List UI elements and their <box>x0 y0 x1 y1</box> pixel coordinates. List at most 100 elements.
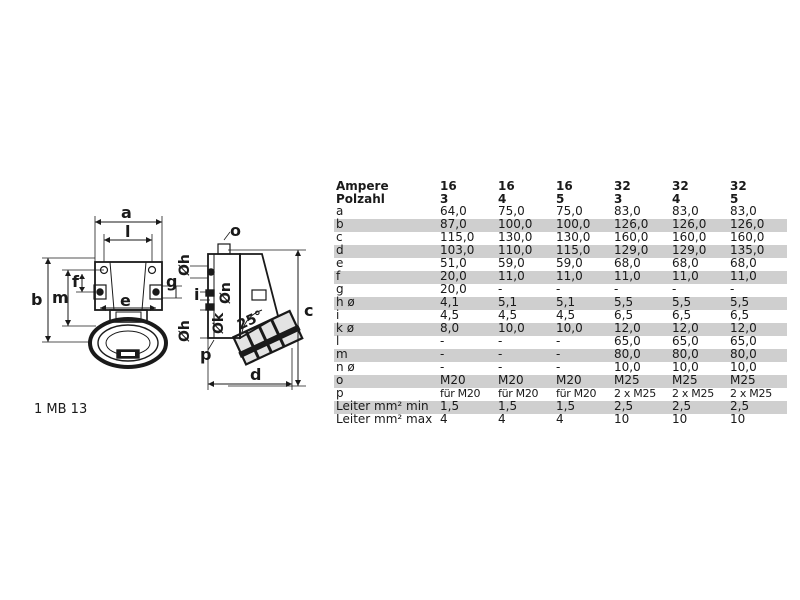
table-cell: 10 <box>729 413 787 427</box>
table-cell: 11,0 <box>671 270 729 284</box>
header-cell: 32 <box>613 180 671 193</box>
row-label: n ø <box>334 361 439 375</box>
table-cell: 6,5 <box>613 309 671 323</box>
row-label: Leiter mm² max <box>334 413 439 427</box>
row-label: i <box>334 309 439 323</box>
table-cell: 11,0 <box>555 270 613 284</box>
table-cell: für M20 <box>555 388 613 401</box>
table-cell: 100,0 <box>555 218 613 232</box>
table-cell: M20 <box>497 374 555 388</box>
table-cell: 115,0 <box>439 231 497 245</box>
header-cell: 3 <box>613 193 671 206</box>
table-cell: 4 <box>439 413 497 427</box>
row-label: c <box>334 231 439 245</box>
table-cell: 2,5 <box>671 400 729 414</box>
dim-m-label: m <box>52 288 69 307</box>
table-cell: 68,0 <box>729 257 787 271</box>
front-view <box>42 216 182 369</box>
table-cell: 51,0 <box>439 257 497 271</box>
table-cell: 6,5 <box>729 309 787 323</box>
dim-h2-label: Øh <box>177 320 193 342</box>
table-cell: 2,5 <box>613 400 671 414</box>
header-cell: 16 <box>555 180 613 193</box>
table-cell: 20,0 <box>439 270 497 284</box>
header-cell: 16 <box>497 180 555 193</box>
table-cell: 12,0 <box>729 322 787 336</box>
dim-f-label: f <box>72 272 80 291</box>
dim-k-label: Øk <box>211 312 227 334</box>
table-cell: 160,0 <box>729 231 787 245</box>
dim-g-label: g <box>166 272 177 291</box>
table-cell: - <box>439 335 497 349</box>
table-cell: - <box>555 348 613 362</box>
table-cell: 1,5 <box>497 400 555 414</box>
table-cell: 83,0 <box>671 205 729 219</box>
table-cell: - <box>497 361 555 375</box>
table-cell: 10 <box>671 413 729 427</box>
table-cell: - <box>555 283 613 297</box>
table-cell: 100,0 <box>497 218 555 232</box>
table-cell: 10,0 <box>729 361 787 375</box>
table-cell: 75,0 <box>497 205 555 219</box>
table-cell: 2 x M25 <box>671 388 729 401</box>
dim-p-label: p <box>200 345 211 364</box>
table-cell: M20 <box>555 374 613 388</box>
table-cell: 10,0 <box>613 361 671 375</box>
dim-a-label: a <box>121 203 132 222</box>
dim-b-label: b <box>31 290 42 309</box>
table-cell: 130,0 <box>555 231 613 245</box>
row-label: p <box>334 387 439 401</box>
dim-n-label: Øn <box>218 282 234 304</box>
row-label: m <box>334 348 439 362</box>
table-cell: M25 <box>729 374 787 388</box>
table-cell: 2 x M25 <box>729 388 787 401</box>
table-cell: M25 <box>671 374 729 388</box>
row-label: g <box>334 283 439 297</box>
table-cell: 4 <box>555 413 613 427</box>
row-label: k ø <box>334 322 439 336</box>
table-cell: 65,0 <box>613 335 671 349</box>
table-cell: 110,0 <box>497 244 555 258</box>
header-cell: 5 <box>555 193 613 206</box>
header-cell: 32 <box>671 180 729 193</box>
table-cell: 83,0 <box>729 205 787 219</box>
table-cell: 59,0 <box>497 257 555 271</box>
table-cell: 68,0 <box>613 257 671 271</box>
table-cell: 10,0 <box>497 322 555 336</box>
table-cell: 115,0 <box>555 244 613 258</box>
table-cell: 11,0 <box>729 270 787 284</box>
table-cell: 5,1 <box>555 296 613 310</box>
table-cell: 5,1 <box>497 296 555 310</box>
header-cell: 32 <box>729 180 787 193</box>
table-cell: - <box>555 361 613 375</box>
table-cell: 5,5 <box>613 296 671 310</box>
header-cell: 5 <box>729 193 787 206</box>
table-cell: 4,5 <box>555 309 613 323</box>
header-cell: 4 <box>671 193 729 206</box>
table-cell: 135,0 <box>729 244 787 258</box>
table-cell: 4 <box>497 413 555 427</box>
row-label: e <box>334 257 439 271</box>
table-cell: - <box>729 283 787 297</box>
dim-l-label: l <box>125 222 130 241</box>
table-cell: 83,0 <box>613 205 671 219</box>
table-cell: 59,0 <box>555 257 613 271</box>
row-label: b <box>334 218 439 232</box>
table-cell: 130,0 <box>497 231 555 245</box>
